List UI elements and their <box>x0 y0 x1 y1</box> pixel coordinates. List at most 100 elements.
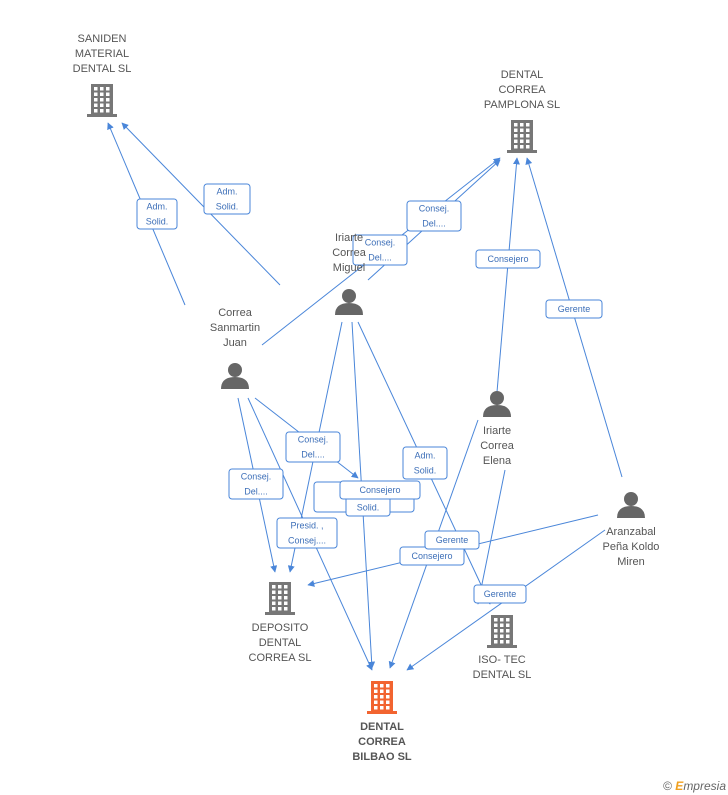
person-icon[interactable] <box>483 391 511 417</box>
edge-label-text: Consej. <box>419 204 450 214</box>
edge-label-box <box>402 446 448 480</box>
node-label: Peña Koldo <box>603 541 660 553</box>
node-pamplona[interactable]: DENTAL CORREA PAMPLONA SL <box>484 69 560 153</box>
edge-label[interactable]: Adm.Solid. <box>136 198 178 230</box>
building-icon[interactable] <box>367 681 397 714</box>
edge-label-text: Gerente <box>558 304 591 314</box>
brand-initial: E <box>675 779 684 793</box>
footer-brand: © Empresia <box>663 779 726 793</box>
node-label: DENTAL <box>501 69 544 81</box>
edge-label-box <box>228 468 284 500</box>
edge-label[interactable]: Adm. Solid. <box>203 183 251 215</box>
node-label: Miguel <box>333 262 365 274</box>
node-label: DENTAL <box>259 637 302 649</box>
building-icon[interactable] <box>487 615 517 648</box>
node-label: Correa <box>332 247 367 259</box>
edge-label-box <box>473 584 527 604</box>
edge-label-text: Del.... <box>301 450 325 460</box>
edge-label[interactable]: Consejero <box>475 249 541 269</box>
edge-label-text: Consejero <box>487 254 528 264</box>
edge-label-box <box>475 249 541 269</box>
edge-label[interactable]: Consej. Del.... <box>285 431 341 463</box>
building-icon[interactable] <box>507 120 537 153</box>
edge-label-text: Solid. <box>357 503 380 513</box>
edge-label[interactable]: Consejero <box>339 480 421 500</box>
node-label: Juan <box>223 337 247 349</box>
relationship-edge <box>121 122 281 286</box>
edge-label-box <box>406 200 462 232</box>
node-label: ISO- TEC <box>478 654 526 666</box>
node-label: DENTAL SL <box>473 669 532 681</box>
person-icon[interactable] <box>221 363 249 389</box>
edge-label-text: Consej. <box>241 472 272 482</box>
edge-label-box <box>352 234 408 266</box>
edge-label-text: Del.... <box>368 253 392 263</box>
edge-label-box <box>203 183 251 215</box>
edge-label-text: Adm. <box>216 187 237 197</box>
edge-label-text: Consejero <box>359 485 400 495</box>
node-label: DENTAL <box>360 721 404 733</box>
node-label: PAMPLONA SL <box>484 99 560 111</box>
edge-label[interactable]: Presid. , Consej.... <box>276 517 338 549</box>
edge-label-box <box>276 517 338 549</box>
node-label: Correa <box>218 307 253 319</box>
node-label: MATERIAL <box>75 48 129 60</box>
edge-label-text: Gerente <box>436 535 469 545</box>
edge-label-box <box>285 431 341 463</box>
edge-label-text: Presid. , <box>290 521 323 531</box>
copyright-symbol: © <box>663 779 672 793</box>
node-label: Sanmartin <box>210 322 260 334</box>
edge-label-box <box>339 480 421 500</box>
edge-label-text: Consej.... <box>288 536 326 546</box>
building-icon[interactable] <box>265 582 295 615</box>
edge-label[interactable]: Consejero <box>399 546 465 566</box>
node-label: BILBAO SL <box>352 751 412 763</box>
node-deposito[interactable]: DEPOSITO DENTAL CORREA SL <box>249 582 312 664</box>
node-bilbao[interactable]: DENTAL CORREA BILBAO SL <box>352 681 412 763</box>
relationship-edge <box>496 157 520 393</box>
edge-label-text: Gerente <box>484 589 517 599</box>
edge-label[interactable]: Consej. Del.... <box>228 468 284 500</box>
person-icon[interactable] <box>617 492 645 518</box>
edge-label-text: Adm. <box>414 451 435 461</box>
node-label: CORREA SL <box>249 652 312 664</box>
edge-label[interactable]: Gerente <box>424 530 480 550</box>
relationship-edge <box>475 469 506 605</box>
node-label: CORREA <box>358 736 406 748</box>
node-label: Elena <box>483 455 512 467</box>
edge-label[interactable]: Adm. Solid. <box>402 446 448 480</box>
node-label: SANIDEN <box>78 33 127 45</box>
edge-label-box <box>136 198 178 230</box>
node-label: DEPOSITO <box>252 622 309 634</box>
edge-label-text: Solid. <box>146 217 169 227</box>
node-label: Iriarte <box>335 232 363 244</box>
edge-label-box <box>424 530 480 550</box>
node-label: Correa <box>480 440 515 452</box>
edge-label-text: Del.... <box>244 487 268 497</box>
node-isotec[interactable]: ISO- TEC DENTAL SL <box>473 615 532 681</box>
building-icon[interactable] <box>87 84 117 117</box>
node-label: Aranzabal <box>606 526 656 538</box>
edge-label[interactable]: Gerente <box>473 584 527 604</box>
edge-label-text: Consej. <box>298 435 329 445</box>
edge-label[interactable]: Consej. Del.... <box>406 200 462 232</box>
edge-label[interactable]: Gerente <box>545 299 603 319</box>
edge-label[interactable]: Consej. Del.... <box>352 234 408 266</box>
edge-label-text: Consej. <box>365 238 396 248</box>
edge-label-text: Consejero <box>411 551 452 561</box>
person-icon[interactable] <box>335 289 363 315</box>
node-label: CORREA <box>498 84 546 96</box>
node-saniden[interactable]: SANIDEN MATERIAL DENTAL SL <box>73 33 132 117</box>
node-label: Iriarte <box>483 425 511 437</box>
node-label: DENTAL SL <box>73 63 132 75</box>
edge-label-text: Solid. <box>414 466 437 476</box>
edge-label-box <box>545 299 603 319</box>
edge-label-text: Solid. <box>216 202 239 212</box>
edge-label-text: Del.... <box>422 219 446 229</box>
brand-name: mpresia <box>683 779 726 793</box>
